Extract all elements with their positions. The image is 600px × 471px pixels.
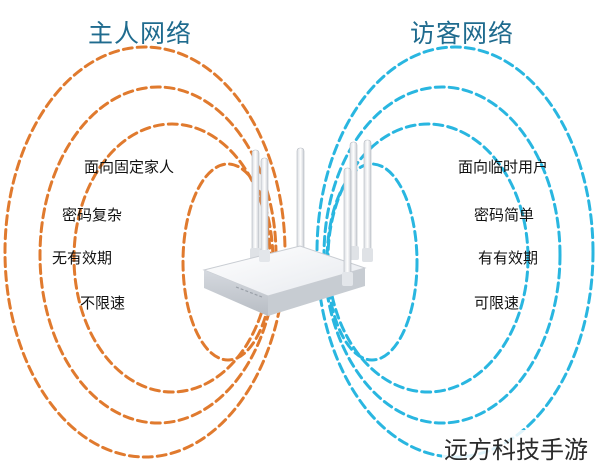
main-network-feature: 无有效期 [52, 249, 113, 267]
guest-network-title: 访客网络 [410, 19, 515, 48]
main-network-feature: 不限速 [80, 294, 126, 312]
watermark-text: 远方科技手游 [442, 430, 590, 465]
main-network-feature: 密码复杂 [62, 206, 123, 224]
router-antenna [363, 139, 372, 253]
main-network-arc-outer [3, 45, 287, 459]
main-network-feature: 面向固定家人 [84, 158, 175, 176]
router-antenna [260, 157, 269, 257]
router-antenna [251, 149, 260, 256]
guest-network-feature: 密码简单 [474, 206, 535, 224]
guest-network-feature: 有有效期 [478, 249, 539, 267]
main-network-title: 主人网络 [88, 19, 193, 48]
main-network-signal-arcs [3, 45, 287, 459]
guest-network-feature: 面向临时用户 [458, 158, 549, 176]
guest-network-feature: 可限速 [474, 294, 520, 312]
router-antenna [296, 147, 305, 259]
router-antenna [343, 167, 352, 281]
wifi-router-icon [202, 139, 373, 316]
